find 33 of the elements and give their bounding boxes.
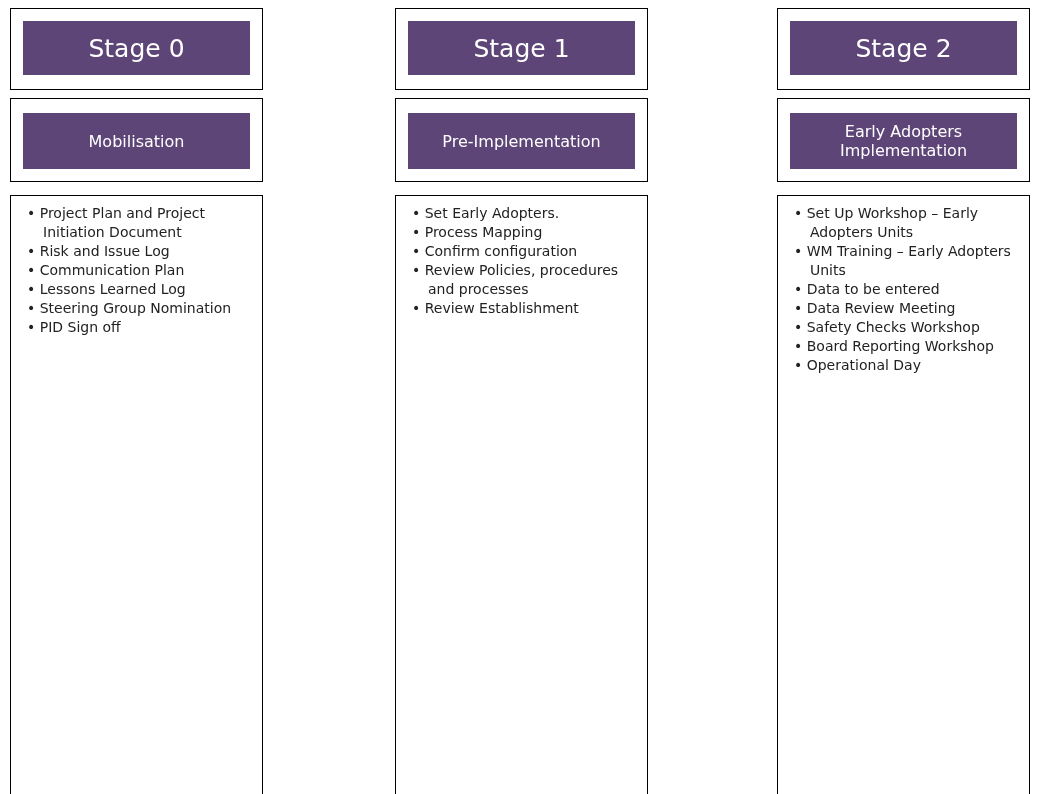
task-item: • Review Policies, procedures and processes [411,261,620,299]
stage-frame [395,8,648,90]
stage-title: Stage 2 [790,21,1017,75]
task-item: • Operational Day [793,356,922,375]
phase-title: Early Adopters Implementation [790,113,1017,169]
stage-title: Stage 1 [408,21,635,75]
task-list-box [395,195,648,794]
stage-frame [777,8,1030,90]
task-item: • Data Review Meeting [793,299,957,318]
task-item: • Review Establishment [411,299,580,318]
task-list-box [10,195,263,794]
task-item: • Lessons Learned Log [26,280,187,299]
stage-title: Stage 0 [23,21,250,75]
task-item: • Risk and Issue Log [26,242,171,261]
stage-frame [10,8,263,90]
task-item: • Confirm configuration [411,242,579,261]
phase-frame [777,98,1030,182]
phase-frame [395,98,648,182]
task-item: • Steering Group Nomination [26,299,233,318]
task-item: • PID Sign off [26,318,122,337]
phase-frame [10,98,263,182]
task-item: • Board Reporting Workshop [793,337,995,356]
task-list-box [777,195,1030,794]
phase-title: Pre-Implementation [408,113,635,169]
task-item: • Safety Checks Workshop [793,318,981,337]
task-item: • Set Up Workshop – Early Adopters Units [793,204,980,242]
task-item: • WM Training – Early Adopters Units [793,242,1012,280]
task-item: • Communication Plan [26,261,186,280]
task-item: • Process Mapping [411,223,544,242]
phase-title: Mobilisation [23,113,250,169]
task-item: • Set Early Adopters. [411,204,561,223]
task-item: • Data to be entered [793,280,941,299]
task-item: • Project Plan and Project Initiation Document [26,204,206,242]
